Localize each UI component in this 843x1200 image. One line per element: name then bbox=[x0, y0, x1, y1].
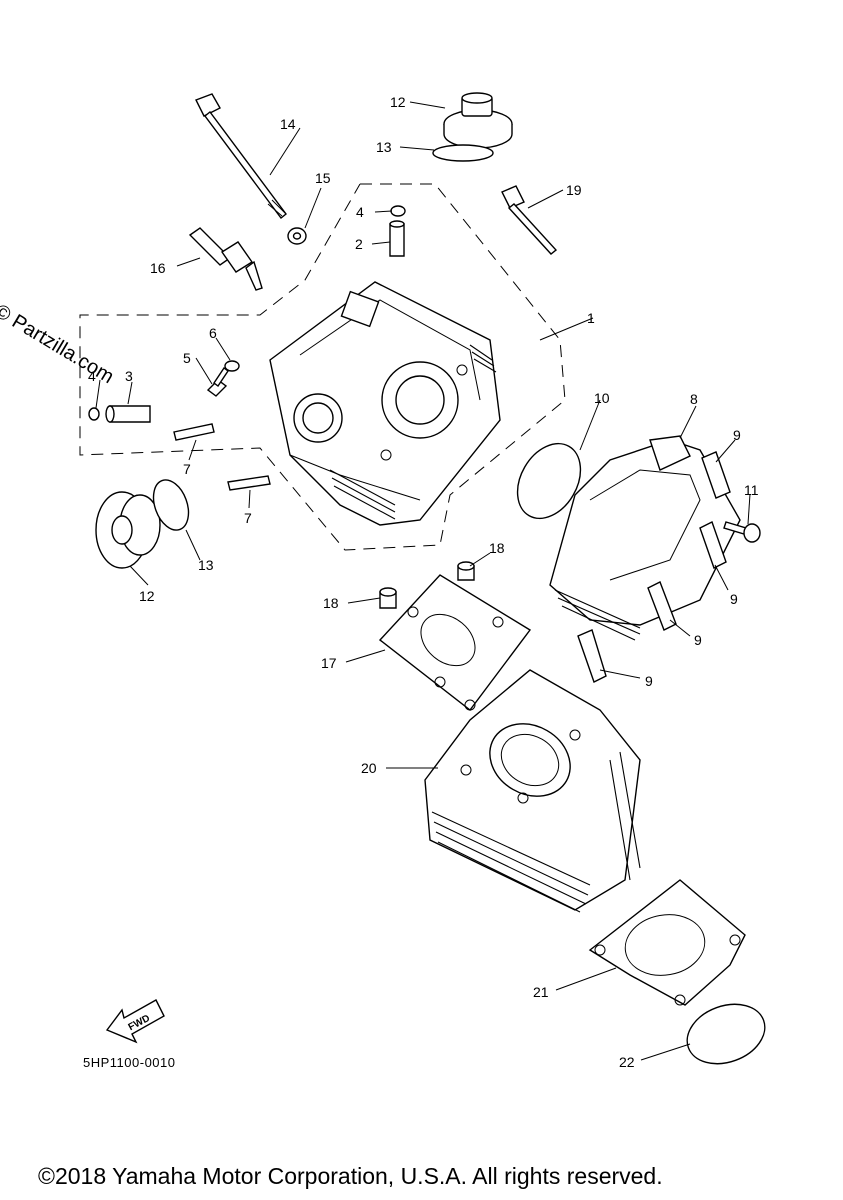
part-12-cap-left bbox=[95, 491, 161, 569]
callout-18: 18 bbox=[323, 595, 339, 611]
callout-4: 4 bbox=[88, 368, 96, 384]
copyright-notice: ©2018 Yamaha Motor Corporation, U.S.A. A… bbox=[38, 1163, 663, 1189]
callout-2: 2 bbox=[355, 236, 363, 252]
callout-20: 20 bbox=[361, 760, 377, 776]
callout-12: 12 bbox=[139, 588, 155, 604]
callout-labels: 1 2 3 4 4 5 6 7 7 8 9 9 9 9 10 11 12 12 … bbox=[88, 94, 759, 1070]
callout-12: 12 bbox=[390, 94, 406, 110]
part-6-washer bbox=[224, 360, 240, 372]
callout-10: 10 bbox=[594, 390, 610, 406]
callout-21: 21 bbox=[533, 984, 549, 1000]
part-19-bolt bbox=[501, 185, 558, 255]
part-14-bolt bbox=[195, 93, 287, 219]
part-9-damper-2 bbox=[699, 521, 727, 569]
callout-19: 19 bbox=[566, 182, 582, 198]
part-3-valve-adjuster bbox=[105, 405, 151, 423]
callout-4: 4 bbox=[356, 204, 364, 220]
callout-13: 13 bbox=[376, 139, 392, 155]
part-5-bolt bbox=[206, 366, 229, 397]
callout-16: 16 bbox=[150, 260, 166, 276]
leader-lines bbox=[95, 101, 751, 1061]
callout-6: 6 bbox=[209, 325, 217, 341]
callout-17: 17 bbox=[321, 655, 337, 671]
part-9-damper-4 bbox=[577, 629, 607, 683]
part-4-clip-left bbox=[88, 407, 100, 421]
part-18-dowel-left bbox=[379, 587, 397, 609]
callout-7: 7 bbox=[244, 510, 252, 526]
part-1-cylinder-head bbox=[269, 281, 501, 526]
part-2-valve-guide bbox=[389, 220, 405, 257]
callout-15: 15 bbox=[315, 170, 331, 186]
callout-8: 8 bbox=[690, 391, 698, 407]
callout-22: 22 bbox=[619, 1054, 635, 1070]
callout-9: 9 bbox=[730, 591, 738, 607]
callout-9: 9 bbox=[645, 673, 653, 689]
part-12-cap-top bbox=[443, 92, 513, 149]
part-17-head-gasket bbox=[378, 574, 532, 711]
part-22-oring bbox=[686, 1003, 766, 1065]
callout-11: 11 bbox=[744, 482, 759, 498]
callout-14: 14 bbox=[280, 116, 296, 132]
part-13-oring-left bbox=[152, 479, 190, 531]
assembly-boundary bbox=[79, 183, 566, 551]
part-8-head-cover bbox=[549, 435, 741, 641]
part-4-clip-top bbox=[390, 205, 406, 217]
callout-1: 1 bbox=[587, 310, 595, 326]
callout-7: 7 bbox=[183, 461, 191, 477]
callout-13: 13 bbox=[198, 557, 214, 573]
part-16-spark-plug bbox=[188, 227, 263, 291]
callout-18: 18 bbox=[489, 540, 505, 556]
part-13-oring-top bbox=[432, 144, 494, 162]
part-9-damper-1 bbox=[701, 451, 731, 499]
part-10-gasket bbox=[516, 442, 582, 520]
diagram-code: 5HP1100-0010 bbox=[83, 1055, 176, 1070]
part-7-stud-upper bbox=[173, 423, 215, 441]
callout-9: 9 bbox=[733, 427, 741, 443]
part-15-washer bbox=[287, 227, 307, 245]
part-7-stud-lower bbox=[227, 475, 271, 491]
part-21-base-gasket bbox=[588, 879, 746, 1006]
fwd-arrow-icon: FWD bbox=[105, 999, 165, 1044]
part-20-cylinder bbox=[424, 669, 641, 913]
callout-3: 3 bbox=[125, 368, 133, 384]
part-11-bolt bbox=[723, 521, 761, 543]
callout-5: 5 bbox=[183, 350, 191, 366]
part-18-dowel-right bbox=[457, 561, 475, 581]
callout-9: 9 bbox=[694, 632, 702, 648]
part-9-damper-3 bbox=[647, 581, 677, 631]
